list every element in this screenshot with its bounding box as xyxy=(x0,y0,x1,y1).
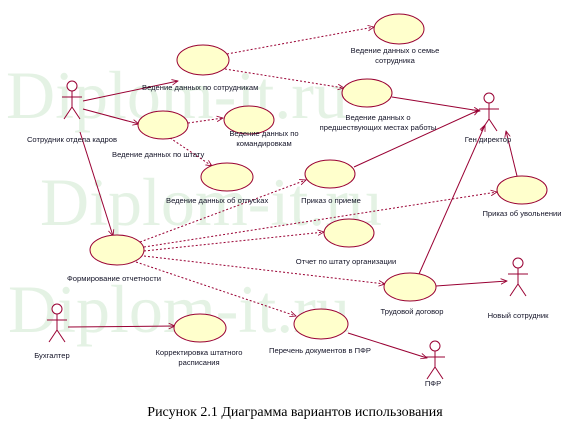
use-case-label-hire-order-line: Приказ о приеме xyxy=(301,196,361,205)
use-case-label-schedule-fix-line: расписания xyxy=(178,358,219,367)
actor-head xyxy=(51,303,63,315)
use-case-label-fire-order: Приказ об увольнении xyxy=(482,209,561,218)
association-pfr_docs-pfr xyxy=(347,332,427,358)
use-case-vacations xyxy=(200,162,254,192)
actor-leg-right xyxy=(56,329,66,343)
use-case-label-pfr-docs-line: Перечень документов в ПФР xyxy=(269,346,371,355)
use-case-label-contract-line: Трудовой договор xyxy=(381,307,444,316)
association-contract-new_employee xyxy=(435,281,507,287)
actor-leg-right xyxy=(517,283,527,297)
dependency-employees-prev_jobs xyxy=(224,68,344,88)
actor-label-accountant: Бухгалтер xyxy=(34,351,70,360)
use-case-schedule-fix xyxy=(173,313,227,343)
use-case-label-reporting-line: Формирование отчетности xyxy=(67,274,161,283)
use-case-reporting xyxy=(89,234,145,266)
node-layer xyxy=(47,13,548,380)
actor-leg-left xyxy=(48,329,58,343)
use-case-label-reporting: Формирование отчетности xyxy=(67,274,161,283)
use-case-label-staff-line: Ведение данных по штату xyxy=(112,150,204,159)
dependency-staff-vacations xyxy=(169,137,212,166)
use-case-label-trips-line: командировкам xyxy=(236,139,291,148)
use-case-staff-report xyxy=(323,218,375,248)
actor-label-hr: Сотрудник отдела кадров xyxy=(27,135,117,144)
association-fire_order-director xyxy=(506,131,518,177)
use-case-staff xyxy=(137,110,189,140)
actor-label-accountant-line: Бухгалтер xyxy=(34,351,70,360)
dependency-reporting-fire_order xyxy=(143,192,497,248)
actor-label-hr-line: Сотрудник отдела кадров xyxy=(27,135,117,144)
association-hire_order-director xyxy=(353,109,479,168)
association-accountant-schedule_fix xyxy=(67,326,175,327)
actor-leg-right xyxy=(488,118,498,132)
actor-hr-figure xyxy=(62,80,82,120)
actor-head xyxy=(483,92,495,104)
actor-label-pfr: ПФР xyxy=(425,379,441,388)
use-case-label-fire-order-line: Приказ об увольнении xyxy=(482,209,561,218)
use-case-trips xyxy=(223,105,275,135)
actor-head xyxy=(66,80,78,92)
association-prev_jobs-director xyxy=(391,96,480,111)
use-case-label-schedule-fix-line: Корректировка штатного xyxy=(155,348,242,357)
use-case-pfr-docs xyxy=(293,308,349,340)
use-case-family xyxy=(373,13,425,45)
use-case-contract xyxy=(383,272,437,302)
actor-director-figure xyxy=(479,92,499,132)
figure-caption: Рисунок 2.1 Диаграмма вариантов использо… xyxy=(147,405,443,420)
use-case-label-employees-line: Ведение данных по сотрудникам xyxy=(142,83,258,92)
use-case-label-staff-report: Отчет по штату организации xyxy=(296,257,397,266)
use-case-label-employees: Ведение данных по сотрудникам xyxy=(142,83,258,92)
actor-label-director-line: Ген директор xyxy=(465,135,512,144)
use-case-employees xyxy=(176,44,230,76)
use-case-label-trips-line: Ведение данных по xyxy=(229,129,298,138)
use-case-label-prev-jobs-line: Ведение данных о xyxy=(345,113,410,122)
actor-head xyxy=(429,340,441,352)
actor-label-director: Ген директор xyxy=(465,135,512,144)
actor-label-pfr-line: ПФР xyxy=(425,379,441,388)
actor-leg-left xyxy=(509,283,519,297)
actor-accountant-figure xyxy=(47,303,67,343)
dependency-reporting-pfr_docs xyxy=(135,261,296,316)
association-hr-reporting xyxy=(79,131,113,236)
actor-label-new-employee: Новый сотрудник xyxy=(488,311,550,320)
dependency-employees-family xyxy=(226,27,374,55)
dependency-reporting-hire_order xyxy=(139,180,306,243)
actor-pfr-figure xyxy=(425,340,445,380)
use-case-label-staff: Ведение данных по штату xyxy=(112,150,204,159)
actor-head xyxy=(512,257,524,269)
use-case-label-pfr-docs: Перечень документов в ПФР xyxy=(269,346,371,355)
use-case-label-vacations: Ведение данных об отпусках xyxy=(166,196,268,205)
use-case-hire-order xyxy=(304,159,356,189)
use-case-label-prev-jobs-line: предшествующих местах работы xyxy=(320,123,437,132)
use-case-label-contract: Трудовой договор xyxy=(381,307,444,316)
association-contract-director xyxy=(418,125,486,275)
use-case-label-family-line: сотрудника xyxy=(375,56,415,65)
actor-leg-right xyxy=(71,106,81,120)
use-case-label-hire-order: Приказ о приеме xyxy=(301,196,361,205)
use-case-prev-jobs xyxy=(341,78,393,108)
association-hr-staff xyxy=(82,108,139,124)
actor-leg-right xyxy=(434,366,444,380)
actor-leg-left xyxy=(63,106,73,120)
use-case-fire-order xyxy=(496,175,548,205)
connector-layer xyxy=(67,27,518,358)
association-hr-employees xyxy=(82,81,178,102)
use-case-label-family-line: Ведение данных о семье xyxy=(351,46,440,55)
use-case-label-staff-report-line: Отчет по штату организации xyxy=(296,257,397,266)
use-case-label-vacations-line: Ведение данных об отпусках xyxy=(166,196,268,205)
dependency-staff-trips xyxy=(187,118,223,124)
actor-label-new-employee-line: Новый сотрудник xyxy=(488,311,550,320)
dependency-reporting-contract xyxy=(143,255,385,284)
actor-leg-left xyxy=(480,118,490,132)
actor-leg-left xyxy=(426,366,436,380)
actor-new-employee-figure xyxy=(508,257,528,297)
